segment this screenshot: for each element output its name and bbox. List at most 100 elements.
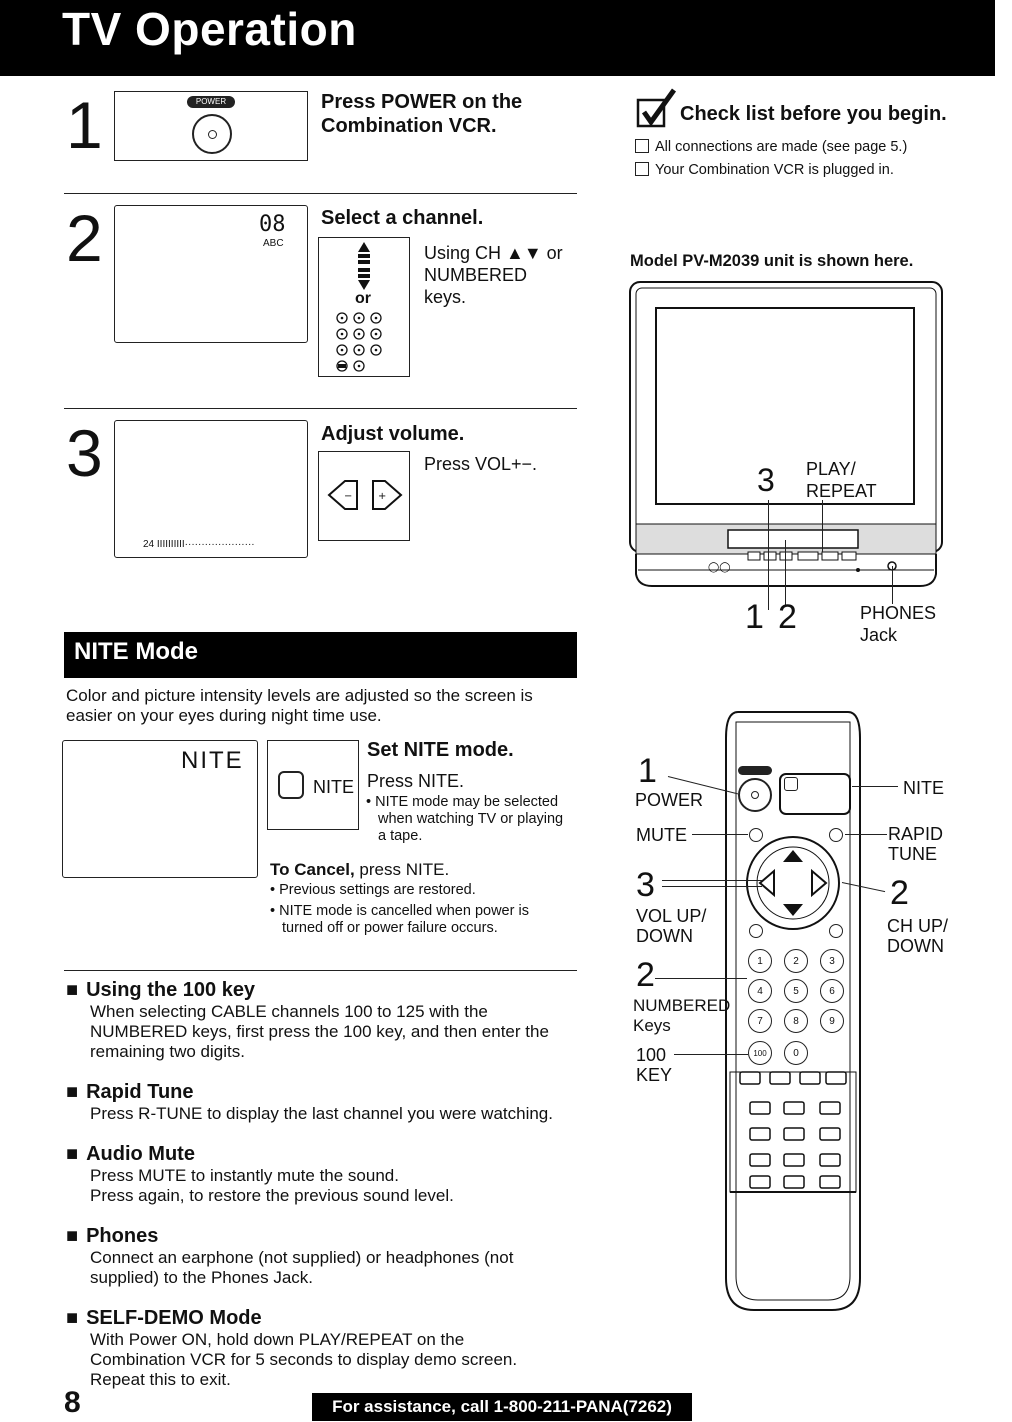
feature-title: Phones xyxy=(66,1224,606,1248)
checklist-item: All connections are made (see page 5.) xyxy=(635,139,907,156)
nite-intro: Color and picture intensity levels are a… xyxy=(66,686,533,726)
feature-line: Connect an earphone (not supplied) or he… xyxy=(90,1248,514,1267)
nite-heading: Set NITE mode. xyxy=(367,739,514,761)
volume-keys-illustration: − + xyxy=(318,451,410,541)
or-label: or xyxy=(355,290,371,307)
step2-desc-line: keys. xyxy=(424,287,467,307)
remote-digit-1: 1 xyxy=(748,949,772,973)
ch-updown-icon xyxy=(356,242,370,290)
leader-line xyxy=(892,566,893,604)
feature-line: When selecting CABLE channels 100 to 125… xyxy=(90,1002,488,1021)
step-number: 2 xyxy=(66,201,103,275)
nite-press: Press NITE. xyxy=(367,771,465,791)
remote-digit-100: 100 xyxy=(748,1041,772,1065)
header-bar xyxy=(0,0,995,76)
key100-line: KEY xyxy=(636,1065,673,1085)
remote-digit-7: 7 xyxy=(748,1009,772,1033)
remote-label-mute: MUTE xyxy=(636,825,687,845)
leader-line xyxy=(662,886,762,887)
feature-title: SELF-DEMO Mode xyxy=(66,1306,606,1330)
step2-desc: Using CH ▲▼ or NUMBERED keys. xyxy=(424,242,563,308)
remote-digit-8: 8 xyxy=(784,1009,808,1033)
remote-digit-9: 9 xyxy=(820,1009,844,1033)
svg-text:+: + xyxy=(378,491,386,502)
phones-line: PHONES xyxy=(860,603,937,623)
feature-item: Rapid Tune Press R-TUNE to display the l… xyxy=(66,1080,606,1124)
tv-label-2: 2 xyxy=(778,598,797,636)
step2-desc-line: NUMBERED xyxy=(424,265,528,285)
screen-channel: 08 xyxy=(259,212,286,237)
remote-digit-6: 6 xyxy=(820,979,844,1003)
leader-line xyxy=(852,786,898,787)
vol-line: VOL UP/ xyxy=(636,906,707,926)
remote-power-icon xyxy=(738,778,772,812)
remote-digit-5: 5 xyxy=(784,979,808,1003)
remote-rtune-icon xyxy=(829,828,843,842)
rapid-line: TUNE xyxy=(888,844,937,864)
numbered-keys-icon xyxy=(335,312,395,374)
rapid-line: RAPID xyxy=(888,824,944,844)
feature-line: NUMBERED keys, first press the 100 key, … xyxy=(90,1022,549,1041)
feature-item: Audio Mute Press MUTE to instantly mute … xyxy=(66,1142,606,1206)
step1-heading: Press POWER on the Combination VCR. xyxy=(321,90,522,138)
feature-line: supplied) to the Phones Jack. xyxy=(90,1268,314,1287)
feature-title: Using the 100 key xyxy=(66,978,606,1002)
feature-line: Press again, to restore the previous sou… xyxy=(90,1186,454,1205)
step3-desc: Press VOL+−. xyxy=(424,454,538,474)
nite-key-label: NITE xyxy=(313,777,355,797)
leader-line xyxy=(692,834,748,835)
feature-item: Using the 100 key When selecting CABLE c… xyxy=(66,978,606,1062)
feature-item: SELF-DEMO Mode With Power ON, hold down … xyxy=(66,1306,606,1390)
numbered-line: NUMBERED xyxy=(633,996,731,1015)
nite-cancel-bullet-line: turned off or power failure occurs. xyxy=(282,920,498,936)
feature-title: Rapid Tune xyxy=(66,1080,606,1104)
nite-screen-illustration: NITE xyxy=(62,740,258,878)
assistance-text: For assistance, call 1-800-211-PANA(7262… xyxy=(332,1397,672,1416)
volume-bar: 24 IIIIIIIIII····················· xyxy=(143,539,255,550)
remote-label-vol: VOL UP/ DOWN xyxy=(636,906,706,946)
leader-line xyxy=(845,834,887,835)
power-label-pill: POWER xyxy=(187,96,235,108)
remote-label-nite: NITE xyxy=(903,778,945,798)
screen-station: ABC xyxy=(263,238,284,249)
checklist-heading: Check list before you begin. xyxy=(680,103,947,125)
divider xyxy=(64,193,577,194)
nite-intro-line: easier on your eyes during night time us… xyxy=(66,706,382,725)
nite-bullet-line: • NITE mode may be selected xyxy=(366,794,559,810)
remote-digit-2: 2 xyxy=(784,949,808,973)
feature-line: Repeat this to exit. xyxy=(90,1370,231,1389)
checkbox xyxy=(635,139,649,153)
remote-small-key-icon xyxy=(829,924,843,938)
remote-nite-icon xyxy=(784,777,798,791)
tv-step3-label: 3 xyxy=(757,462,775,498)
step3-heading: Adjust volume. xyxy=(321,423,465,445)
feature-line: Combination VCR for 5 seconds to display… xyxy=(90,1350,518,1369)
leader-line xyxy=(768,500,769,610)
remote-digit-4: 4 xyxy=(748,979,772,1003)
feature-list: Using the 100 key When selecting CABLE c… xyxy=(66,978,606,1390)
numbered-line: Keys xyxy=(633,1016,671,1035)
svg-text:−: − xyxy=(344,491,352,502)
divider xyxy=(64,408,577,409)
tv-screen-volume-illustration: 24 IIIIIIIIII····················· xyxy=(114,420,308,558)
remote-label-power: POWER xyxy=(635,790,704,810)
nite-section-title-text: NITE Mode xyxy=(74,638,198,665)
nite-bullet-line: a tape. xyxy=(378,828,423,844)
ch-line: CH UP/ xyxy=(887,916,949,936)
phones-line: Jack xyxy=(860,625,898,645)
phones-jack-label: PHONES Jack xyxy=(860,602,936,646)
nite-cancel-rest: press NITE. xyxy=(354,860,450,879)
remote-power-pill xyxy=(738,766,772,775)
checklist-item-text: All connections are made (see page 5.) xyxy=(655,139,908,155)
tv-label-1: 1 xyxy=(745,598,764,636)
feature-line: With Power ON, hold down PLAY/REPEAT on … xyxy=(90,1330,465,1349)
remote-label-2b: 2 xyxy=(890,874,909,912)
page-number: 8 xyxy=(64,1386,81,1419)
step-number: 3 xyxy=(66,416,103,490)
remote-label-1: 1 xyxy=(638,752,657,790)
step1-heading-line: Combination VCR. xyxy=(321,115,497,137)
leader-line xyxy=(662,880,762,881)
power-button-illustration: POWER xyxy=(114,91,308,161)
nite-cancel-bold: To Cancel, xyxy=(270,860,355,879)
nite-cancel-bullet-line: • NITE mode is cancelled when power is xyxy=(270,903,529,919)
